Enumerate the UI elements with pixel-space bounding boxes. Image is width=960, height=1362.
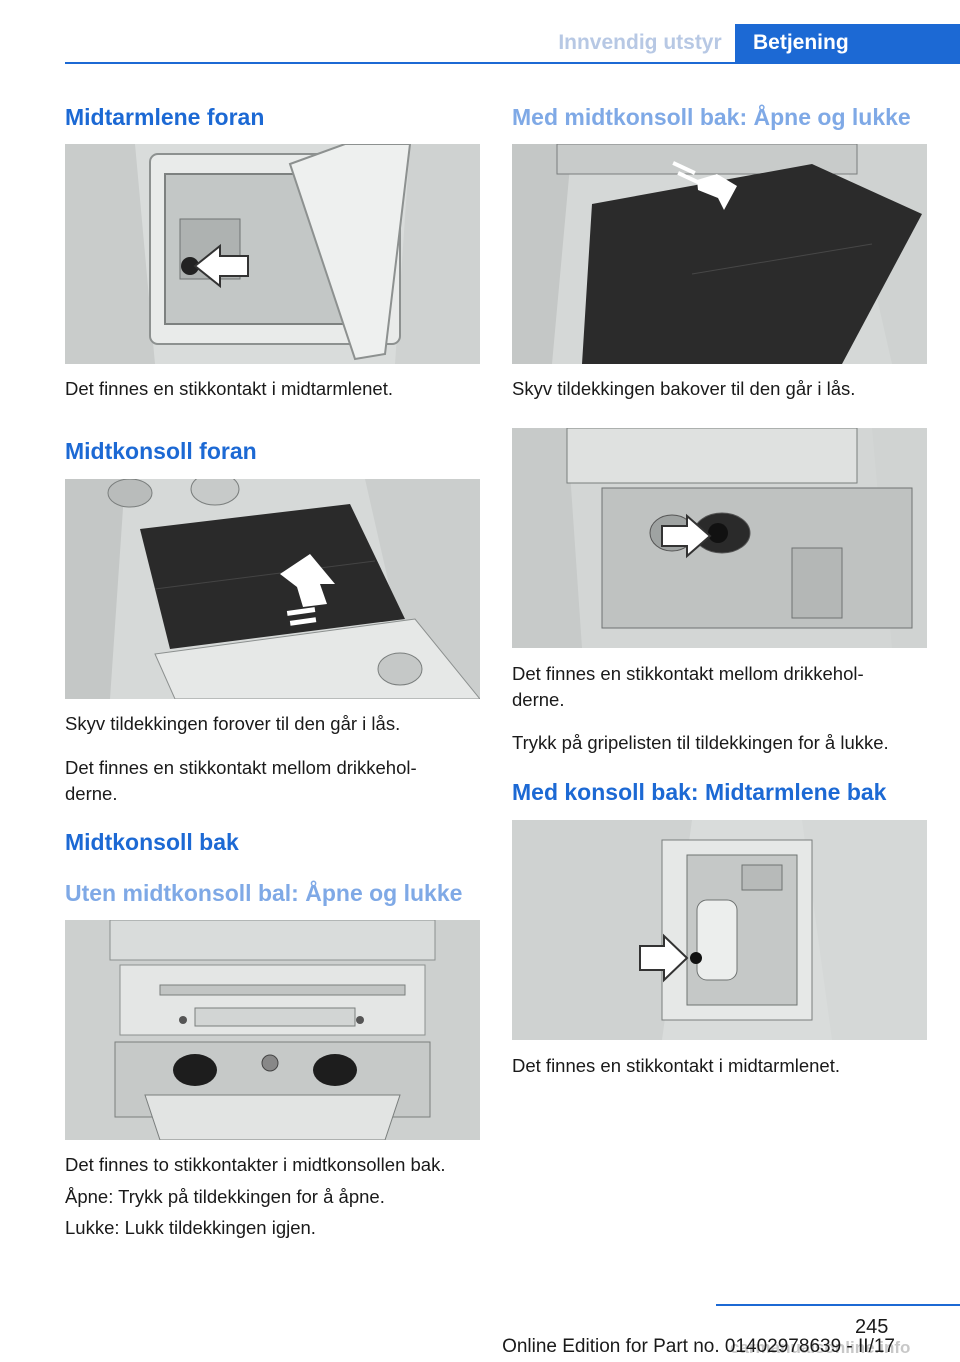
subheading-uten-midtkonsoll: Uten midtkonsoll bal: Åpne og lukke [65,880,463,906]
figure-front-armrest [65,144,480,364]
text-front-console-slide: Skyv tildekkingen forover til den går i … [65,713,401,734]
subheading-med-midtkonsoll: Med midtkonsoll bak: Åpne og lukke [512,104,911,130]
text-rear-slide-back: Skyv tildekkingen bakover til den går i … [512,378,856,399]
footer-rule [716,1304,960,1306]
text-rear-grip-close: Trykk på gripelisten til tildekkingen fo… [512,732,889,753]
heading-midtkonsoll-bak: Midtkonsoll bak [65,829,239,855]
figure-rear-console-cover [512,144,927,364]
page-number: 245 [855,1316,889,1338]
edition-line: Online Edition for Part no. 01402978639 … [502,1336,895,1357]
figure-rear-console-sockets [65,920,480,1140]
heading-midtarmlene-foran: Midtarmlene foran [65,104,265,130]
text-rear-two-sockets: Det finnes to stikkontakter i midtkonsol… [65,1154,446,1175]
text-rear-armrest-socket: Det finnes en stikkontakt i midtarmlenet… [512,1055,841,1076]
figure-rear-armrest [512,820,927,1040]
heading-midtkonsoll-foran: Midtkonsoll foran [65,438,257,464]
text-rear-open: Åpne: Trykk på tildekkingen for å åpne. [65,1186,385,1207]
heading-med-konsoll-bak: Med konsoll bak: Midtarmlene bak [512,779,887,805]
watermark: carmanualsonline.info [730,1338,911,1357]
figure-front-console [65,479,480,699]
section-tab: Innvendig utstyr [558,31,722,54]
chapter-tab: Betjening [735,24,960,62]
text-front-console-socket: Det finnes en stikkontakt mellom drikkeh… [65,757,417,804]
text-rear-close: Lukke: Lukk tildekkingen igjen. [65,1217,316,1238]
figure-rear-cupholder [512,428,927,648]
text-rear-cupholder-socket: Det finnes en stikkontakt mellom drikkeh… [512,663,864,710]
header-rule [65,62,960,64]
text-armrest-socket: Det finnes en stikkontakt i midtarmlenet… [65,378,394,399]
